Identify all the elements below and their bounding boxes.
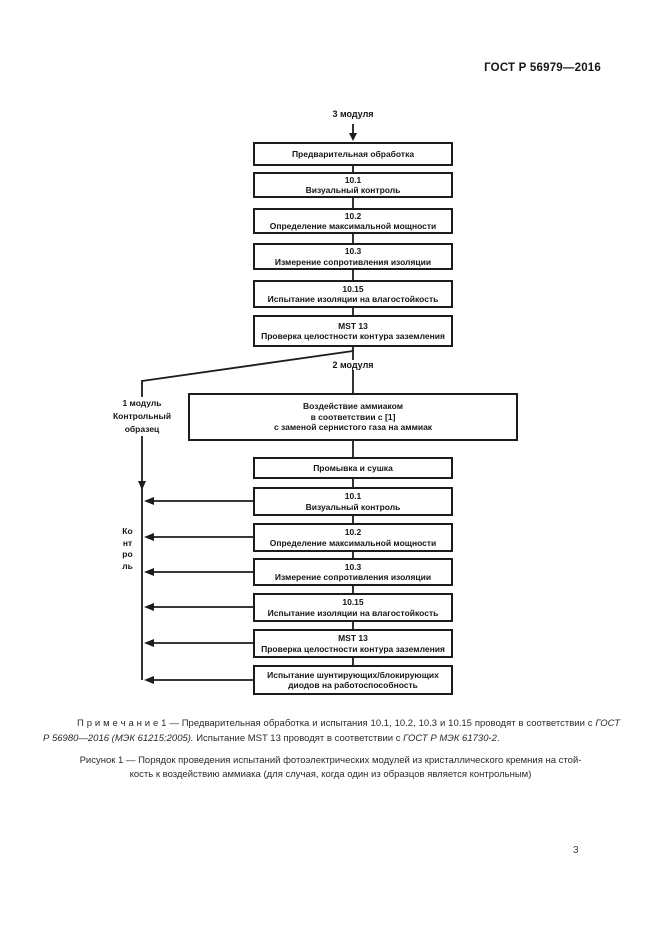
flow-box-label: Визуальный контроль bbox=[305, 501, 401, 512]
flow-box-wet-leakage-2: 10.15 Испытание изоляции на влагостойкос… bbox=[253, 593, 453, 622]
flow-box-label: Измерение сопротивления изоляции bbox=[274, 256, 432, 267]
flow-box-ammonia-exposure: Воздействие аммиаком в соответствии с [1… bbox=[188, 393, 518, 441]
arrowheads bbox=[138, 133, 357, 684]
note-paragraph: П р и м е ч а н и е 1 — Предварительная … bbox=[43, 716, 620, 746]
module-count-label-2: 2 модуля bbox=[313, 360, 393, 370]
note-reference-1: ГОСТ Р 56980—2016 (МЭК 61215:2005). bbox=[43, 717, 620, 744]
flow-box-label: Промывка и сушка bbox=[313, 462, 393, 473]
flow-box-code: MST 13 bbox=[338, 320, 368, 331]
flow-box-visual-inspection: 10.1 Визуальный контроль bbox=[253, 172, 453, 198]
flow-box-label: Испытание изоляции на влагостойкость bbox=[267, 607, 439, 618]
note-tail: . bbox=[496, 732, 500, 744]
flow-box-insulation-resistance-2: 10.3 Измерение сопротивления изоляции bbox=[253, 558, 453, 586]
document-number: ГОСТ Р 56979—2016 bbox=[484, 62, 601, 74]
flow-box-code: 10.1 bbox=[344, 491, 362, 501]
flow-box-code: 10.3 bbox=[344, 561, 362, 572]
page-number: 3 bbox=[573, 845, 579, 856]
flow-box-insulation-resistance: 10.3 Измерение сопротивления изоляции bbox=[253, 243, 453, 270]
flow-box-label: Измерение сопротивления изоляции bbox=[274, 572, 432, 582]
note-middle: Испытание MST 13 проводят в соответствии… bbox=[193, 732, 404, 744]
flow-box-ground-continuity-2: MST 13 Проверка целостности контура зазе… bbox=[253, 629, 453, 658]
note-reference-2: ГОСТ Р МЭК 61730-2 bbox=[403, 732, 497, 744]
control-sample-label: 1 модуль Контрольный образец bbox=[100, 397, 184, 436]
note-lead: П р и м е ч а н и е 1 — Предварительная … bbox=[77, 717, 596, 729]
flow-box-label: Определение максимальной мощности bbox=[269, 221, 437, 231]
flow-box-label: Воздействие аммиаком в соответствии с [1… bbox=[273, 401, 433, 433]
flow-box-wash-dry: Промывка и сушка bbox=[253, 457, 453, 479]
flow-box-code: 10.2 bbox=[344, 210, 362, 221]
flow-box-diode-test: Испытание шунтирующих/блокирующих диодов… bbox=[253, 665, 453, 695]
flow-box-label: Испытание шунтирующих/блокирующих диодов… bbox=[267, 669, 439, 691]
flow-box-code: 10.3 bbox=[344, 246, 362, 256]
flow-box-label: Испытание изоляции на влагостойкость bbox=[267, 294, 439, 304]
flow-box-visual-inspection-2: 10.1 Визуальный контроль bbox=[253, 487, 453, 516]
flow-box-label: Проверка целостности контура заземления bbox=[261, 643, 445, 654]
flow-box-label: Визуальный контроль bbox=[305, 185, 401, 195]
figure-caption: Рисунок 1 — Порядок проведения испытаний… bbox=[79, 755, 582, 780]
flow-box-code: 10.2 bbox=[344, 527, 362, 537]
flow-box-code: MST 13 bbox=[338, 633, 368, 643]
flow-box-code: 10.15 bbox=[342, 283, 364, 294]
flow-box-max-power: 10.2 Определение максимальной мощности bbox=[253, 208, 453, 234]
flow-box-max-power-2: 10.2 Определение максимальной мощности bbox=[253, 523, 453, 552]
flow-box-wet-leakage: 10.15 Испытание изоляции на влагостойкос… bbox=[253, 280, 453, 308]
flow-box-pretreatment: Предварительная обработка bbox=[253, 142, 453, 166]
flow-box-code: 10.1 bbox=[344, 174, 362, 185]
control-rail-label: Контроль bbox=[122, 526, 133, 571]
flow-box-label: Проверка целостности контура заземления bbox=[261, 331, 445, 341]
flow-box-ground-continuity: MST 13 Проверка целостности контура зазе… bbox=[253, 315, 453, 347]
flow-box-code: 10.15 bbox=[342, 597, 364, 607]
module-count-label-3: 3 модуля bbox=[313, 109, 393, 119]
flow-box-label: Предварительная обработка bbox=[291, 148, 415, 159]
flow-box-label: Определение максимальной мощности bbox=[269, 537, 437, 548]
